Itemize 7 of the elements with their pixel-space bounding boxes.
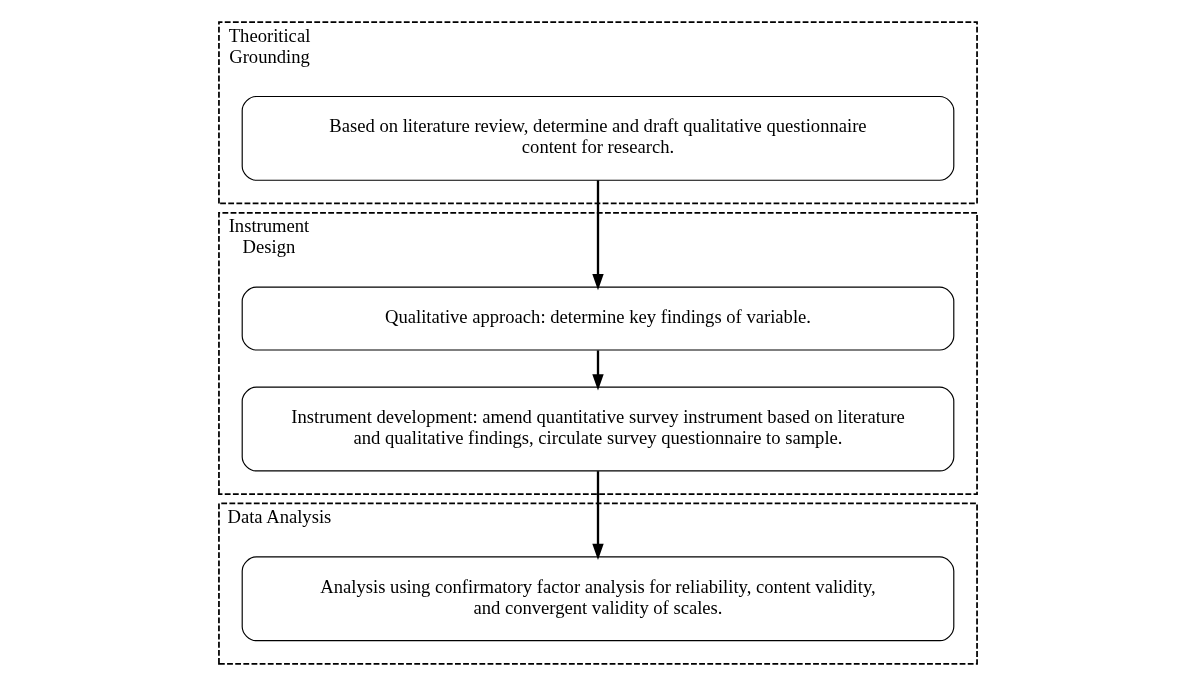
node-box: Based on literature review, determine and draft qualitative questionnaire content for research. <box>241 95 954 181</box>
node-box: Instrument development: amend quantitative survey instrument based on literature and qualitative findings, circulate survey questionnaire to sample. <box>241 386 954 472</box>
arrow <box>591 180 604 291</box>
arrow <box>591 350 604 391</box>
node-box: Qualitative approach: determine key findings of variable. <box>241 286 954 351</box>
arrow <box>591 471 604 561</box>
node-box: Analysis using confirmatory factor analysis for reliability, content validity, and convergent validity of scales. <box>241 556 954 642</box>
